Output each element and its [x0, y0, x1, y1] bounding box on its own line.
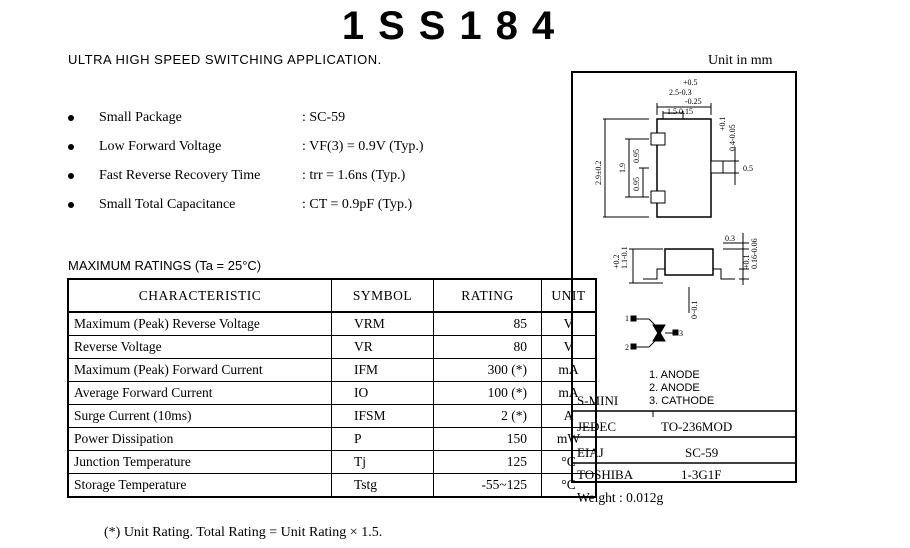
rating-symbol: Tstg [331, 473, 434, 498]
rating-value: 300 (*) [433, 358, 542, 382]
dim-label: 2.9±0.2 [594, 161, 603, 185]
header-unit: UNIT [541, 278, 597, 313]
rating-characteristic: Reverse Voltage [67, 335, 332, 359]
rating-characteristic: Maximum (Peak) Forward Current [67, 358, 332, 382]
eiaj-value: SC-59 [685, 445, 719, 460]
rating-value: 85 [433, 311, 542, 336]
pin-label-cathode: 3. CATHODE [649, 395, 715, 407]
bullet-icon [68, 115, 74, 121]
dim-label: 0.95 [632, 177, 641, 191]
ratings-title: MAXIMUM RATINGS (Ta = 25°C) [68, 258, 262, 273]
bullet-icon [68, 173, 74, 179]
dim-label: +0.2 [612, 254, 621, 269]
dim-label: +0.1 [742, 254, 751, 269]
rating-characteristic: Junction Temperature [67, 450, 332, 474]
header-symbol: SYMBOL [331, 278, 434, 313]
feature-name: Fast Reverse Recovery Time [99, 168, 261, 183]
rating-unit: mA [541, 358, 597, 382]
ratings-header-row: CHARACTERISTIC SYMBOL RATING UNIT [67, 278, 597, 313]
package-weight: Weight : 0.012g [577, 490, 664, 505]
eiaj-label: EIAJ [577, 445, 604, 460]
rating-unit: °C [541, 450, 597, 474]
jedec-value: TO-236MOD [661, 419, 733, 434]
dim-label: 0.95 [632, 149, 641, 163]
rating-unit: A [541, 404, 597, 428]
dim-label: 0.3 [725, 234, 735, 243]
rating-characteristic: Maximum (Peak) Reverse Voltage [67, 311, 332, 336]
feature-name: Low Forward Voltage [99, 139, 222, 154]
rating-symbol: VRM [331, 311, 434, 336]
rating-symbol: IO [331, 381, 434, 405]
feature-value: : CT = 0.9pF (Typ.) [302, 197, 413, 212]
package-body-side-view [664, 248, 714, 276]
feature-value: : trr = 1.6ns (Typ.) [302, 168, 406, 183]
footnote: (*) Unit Rating. Total Rating = Unit Rat… [104, 525, 383, 540]
pin-number: 1 [625, 314, 629, 323]
rating-characteristic: Surge Current (10ms) [67, 404, 332, 428]
toshiba-value: 1-3G1F [681, 467, 722, 482]
feature-value: : VF(3) = 0.9V (Typ.) [302, 139, 424, 154]
dim-label: +0.1 [718, 116, 727, 131]
rating-symbol: IFM [331, 358, 434, 382]
dim-label: -0.25 [685, 97, 702, 106]
rating-symbol: Tj [331, 450, 434, 474]
rating-unit: mA [541, 381, 597, 405]
dim-label: 1.9 [618, 163, 627, 173]
package-outline-panel: +0.5 2.5-0.3 -0.25 1.5 0.15 +0.1 0.4-0.0… [571, 71, 797, 483]
package-drawing: +0.5 2.5-0.3 -0.25 1.5 0.15 +0.1 0.4-0.0… [573, 78, 795, 464]
rating-symbol: VR [331, 335, 434, 359]
package-type-label: S-MINI [577, 393, 619, 408]
pin-label-anode-2: 2. ANODE [649, 382, 700, 394]
dim-label: 1.5 0.15 [667, 107, 693, 116]
pin-number: 2 [625, 343, 629, 352]
rating-symbol: P [331, 427, 434, 451]
part-number-title: 1SS184 [341, 4, 569, 48]
dim-label: 1.1-0.1 [620, 246, 629, 269]
rating-value: 125 [433, 450, 542, 474]
ratings-table: CHARACTERISTIC SYMBOL RATING UNIT Maximu… [67, 278, 597, 498]
rating-characteristic: Storage Temperature [67, 473, 332, 498]
jedec-label: JEDEC [577, 419, 616, 434]
toshiba-label: TOSHIBA [577, 467, 634, 482]
bullet-icon [68, 144, 74, 150]
pin-label-anode-1: 1. ANODE [649, 369, 700, 381]
header-rating: RATING [433, 278, 542, 313]
pin-number: 3 [679, 329, 683, 338]
application-subtitle: ULTRA HIGH SPEED SWITCHING APPLICATION. [68, 52, 382, 67]
dim-label: 0.5 [743, 164, 753, 173]
rating-value: 2 (*) [433, 404, 542, 428]
rating-value: 100 (*) [433, 381, 542, 405]
bullet-icon [68, 202, 74, 208]
dim-label: 0.16-0.06 [750, 238, 759, 269]
dim-label: 0.4-0.05 [728, 124, 737, 151]
rating-value: 150 [433, 427, 542, 451]
feature-name: Small Package [99, 110, 182, 125]
feature-value: : SC-59 [302, 110, 346, 125]
unit-label: Unit in mm [708, 53, 773, 68]
dim-label: 2.5-0.3 [669, 88, 692, 97]
header-characteristic: CHARACTERISTIC [67, 278, 332, 313]
rating-characteristic: Average Forward Current [67, 381, 332, 405]
dim-label: +0.5 [683, 78, 698, 87]
feature-name: Small Total Capacitance [99, 197, 236, 212]
rating-symbol: IFSM [331, 404, 434, 428]
rating-characteristic: Power Dissipation [67, 427, 332, 451]
rating-value: -55~125 [433, 473, 542, 498]
rating-value: 80 [433, 335, 542, 359]
dim-label: 0~0.1 [690, 301, 699, 319]
